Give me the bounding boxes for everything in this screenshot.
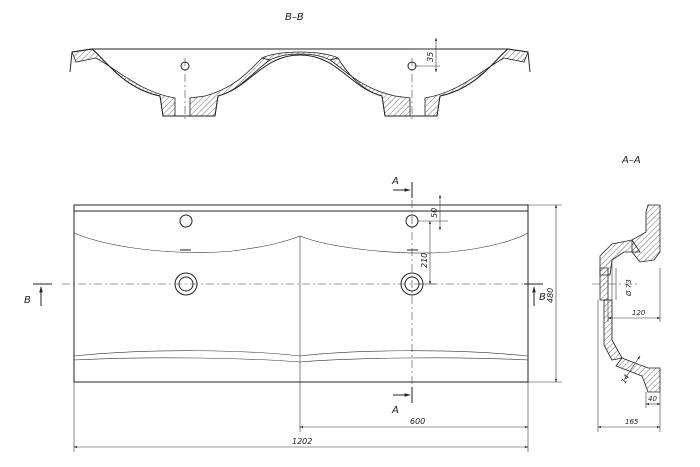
bb-middle-hump	[260, 51, 340, 61]
bb-shell-left	[71, 48, 176, 117]
cut-b-right-label: B	[539, 292, 546, 303]
section-bb-view: B–B 35	[69, 12, 531, 122]
plan-basin-back-left	[73, 232, 301, 253]
aa-back-wall	[631, 204, 661, 263]
bb-drain-right-b	[424, 48, 529, 117]
half-width-dim: 600	[410, 417, 425, 426]
cut-a-bottom-label: A	[391, 405, 399, 416]
aa-lower-shell	[603, 299, 623, 361]
total-width-dim: 1202	[292, 437, 312, 446]
bb-drain-left	[189, 57, 271, 117]
aa-front-lip	[615, 357, 661, 393]
plan-basin-front-right	[299, 350, 529, 357]
bb-depth-dim: 35	[426, 52, 435, 62]
bb-drain-right-a	[329, 57, 411, 117]
section-aa-view: A–A Ø 73 120 14 40 165	[592, 155, 661, 432]
aa-drain-depth-dim: 120	[632, 309, 646, 317]
plan-outline	[73, 204, 529, 383]
section-aa-title: A–A	[621, 155, 641, 166]
aa-upper-shell	[599, 239, 641, 276]
plan-basin-front-left	[73, 350, 301, 357]
cut-b-left-label: B	[24, 295, 31, 306]
bb-outer-profile	[69, 48, 531, 117]
aa-dim-14-line	[623, 355, 641, 381]
plan-hole-offset-dim: 50	[430, 208, 439, 218]
plan-drain-offset-dim: 210	[420, 253, 429, 268]
plan-depth-dim: 480	[546, 288, 555, 303]
aa-lip-dim: 40	[648, 395, 657, 403]
aa-height-dim: 165	[625, 418, 639, 426]
section-bb-title: B–B	[285, 12, 304, 23]
aa-wall-dim: 14	[620, 373, 631, 385]
plan-basin-back-right	[299, 232, 529, 254]
plan-view: A A B B 50 210 480 600	[24, 176, 562, 452]
cut-a-top-label: A	[391, 176, 399, 187]
plan-basin-front-left-inner	[73, 357, 301, 363]
plan-basin-front-right-inner	[299, 357, 529, 363]
aa-drain-dia-dim: Ø 73	[625, 279, 633, 297]
plan-tap-hole-left	[179, 214, 193, 228]
